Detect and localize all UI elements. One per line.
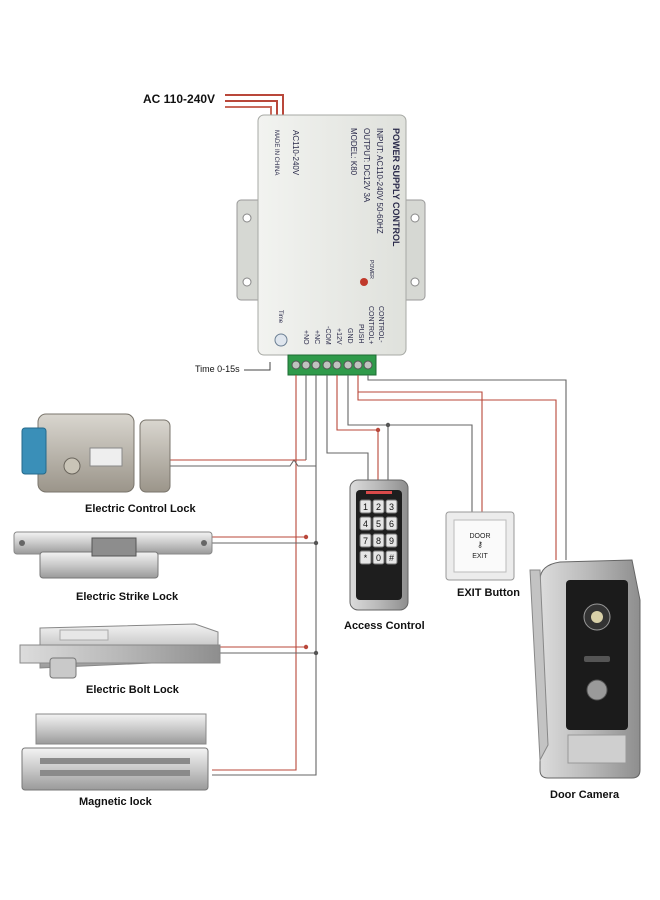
label-magnetic-lock: Magnetic lock bbox=[79, 796, 152, 808]
svg-text:0: 0 bbox=[376, 553, 381, 563]
keypad-key: 0 bbox=[372, 550, 385, 565]
svg-text:6: 6 bbox=[389, 519, 394, 529]
terminal-label: +NO bbox=[302, 330, 309, 345]
power-supply-model: MODEL: K80 bbox=[349, 128, 358, 176]
power-supply-output: OUTPUT: DC12V 3A bbox=[362, 128, 371, 203]
made-in-label: MADE IN CHINA bbox=[273, 130, 279, 176]
terminal-label: +NC bbox=[313, 330, 320, 345]
keypad-key: 2 bbox=[372, 499, 385, 514]
key-icon: ⚷ bbox=[477, 540, 483, 549]
power-led-label: POWER bbox=[368, 260, 374, 279]
terminal-label: +12V bbox=[335, 328, 342, 345]
svg-text:2: 2 bbox=[376, 502, 381, 512]
time-range-label: Time 0-15s bbox=[195, 364, 240, 374]
terminal-label: CONTROL+ bbox=[367, 306, 374, 345]
keypad-key: 8 bbox=[372, 533, 385, 548]
label-electric-strike-lock: Electric Strike Lock bbox=[76, 591, 179, 603]
power-input-label: AC 110-240V bbox=[143, 92, 216, 106]
svg-text:9: 9 bbox=[389, 536, 394, 546]
exit-face-bottom: EXIT bbox=[472, 553, 488, 560]
electric-bolt-lock-image bbox=[19, 623, 221, 679]
svg-text:8: 8 bbox=[376, 536, 381, 546]
label-electric-control-lock: Electric Control Lock bbox=[85, 503, 196, 515]
svg-text:*: * bbox=[364, 553, 368, 563]
terminal-block bbox=[287, 354, 377, 376]
time-adjust-knob bbox=[274, 333, 288, 347]
svg-text:3: 3 bbox=[389, 502, 394, 512]
power-supply-ac-label: AC110-240V bbox=[291, 130, 300, 176]
power-led bbox=[360, 278, 368, 286]
terminal-screws bbox=[291, 360, 373, 370]
keypad-key: 6 bbox=[385, 516, 398, 531]
terminal-label: CONTROL- bbox=[377, 306, 384, 343]
terminal-label: -COM bbox=[324, 326, 331, 345]
power-supply-input: INPUT: AC110-240V 50-60HZ bbox=[375, 128, 384, 234]
label-electric-bolt-lock: Electric Bolt Lock bbox=[86, 684, 179, 696]
exit-button-image: DOOR ⚷ EXIT bbox=[445, 511, 515, 581]
keypad-key: 7 bbox=[359, 533, 372, 548]
power-supply-title: POWER SUPPLY CONTROL bbox=[391, 128, 401, 247]
keypad-key: 1 bbox=[359, 499, 372, 514]
electric-strike-lock-image bbox=[13, 531, 213, 579]
power-supply-unit bbox=[236, 114, 426, 376]
door-camera-image bbox=[529, 559, 641, 779]
terminal-label: GND bbox=[346, 328, 353, 344]
keypad-key: 9 bbox=[385, 533, 398, 548]
label-door-camera: Door Camera bbox=[550, 789, 620, 801]
time-knob-label: Time bbox=[277, 310, 283, 324]
magnetic-lock-image bbox=[21, 713, 209, 791]
label-exit-button: EXIT Button bbox=[457, 587, 520, 599]
ac-input-wires bbox=[225, 94, 284, 115]
svg-text:#: # bbox=[389, 553, 394, 563]
electric-control-lock-image bbox=[21, 413, 171, 493]
terminal-label: PUSH bbox=[357, 324, 364, 344]
label-access-control: Access Control bbox=[344, 620, 425, 632]
keypad-key: # bbox=[385, 550, 398, 565]
svg-text:1: 1 bbox=[363, 502, 368, 512]
svg-text:7: 7 bbox=[363, 536, 368, 546]
svg-text:4: 4 bbox=[363, 519, 368, 529]
keypad-key: 3 bbox=[385, 499, 398, 514]
keypad-key: 4 bbox=[359, 516, 372, 531]
keypad-key: 5 bbox=[372, 516, 385, 531]
keypad-key: * bbox=[359, 550, 372, 565]
time-pointer-line bbox=[244, 362, 271, 371]
exit-face-top: DOOR bbox=[470, 533, 491, 540]
svg-text:5: 5 bbox=[376, 519, 381, 529]
wiring bbox=[170, 375, 567, 776]
